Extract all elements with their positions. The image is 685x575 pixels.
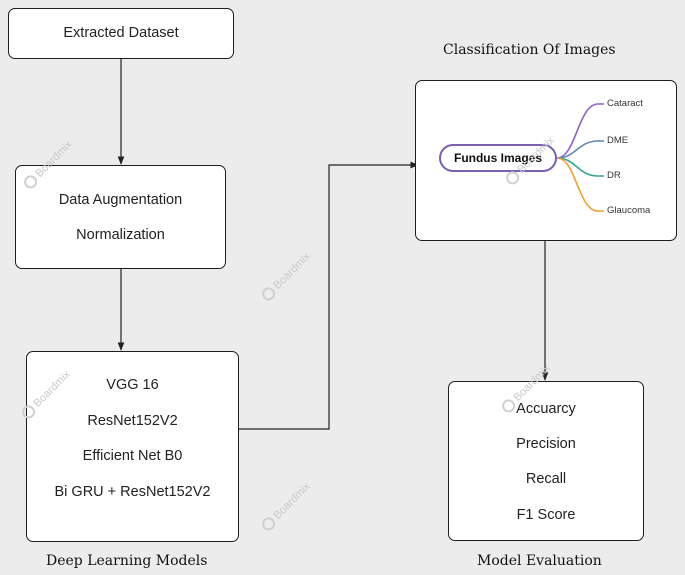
- model-evaluation-box: Accuarcy Precision Recall F1 Score: [448, 381, 644, 541]
- preprocessing-box: Data Augmentation Normalization: [15, 165, 226, 269]
- preprocess-step-normalization: Normalization: [76, 227, 165, 243]
- metric-f1-score: F1 Score: [516, 507, 576, 523]
- model-vgg16: VGG 16: [106, 377, 159, 393]
- model-bigru-resnet152v2: Bi GRU + ResNet152V2: [54, 484, 211, 500]
- leaf-cataract: Cataract: [607, 98, 643, 109]
- mindmap-root-fundus-images: Fundus Images: [439, 144, 557, 172]
- branch-cataract-line: [556, 103, 604, 159]
- leaf-dr: DR: [607, 170, 621, 181]
- metric-accuarcy: Accuarcy: [516, 401, 576, 417]
- classification-box: Fundus Images Cataract DME DR Glaucoma: [415, 80, 677, 241]
- preprocess-step-augmentation: Data Augmentation: [58, 192, 183, 208]
- extracted-dataset-box: Extracted Dataset: [8, 8, 234, 59]
- caption-model-evaluation: Model Evaluation: [477, 553, 602, 569]
- leaf-glaucoma: Glaucoma: [607, 205, 651, 216]
- branch-dr-line: [556, 157, 604, 177]
- branch-glaucoma-line: [556, 157, 604, 212]
- metric-precision: Precision: [516, 436, 576, 452]
- arrow-models-to-classification: [239, 161, 419, 430]
- extracted-dataset-label: Extracted Dataset: [63, 25, 179, 41]
- model-efficientnet-b0: Efficient Net B0: [82, 448, 183, 464]
- metric-recall: Recall: [525, 471, 567, 487]
- model-resnet152v2: ResNet152V2: [87, 413, 178, 429]
- deep-learning-models-box: VGG 16 ResNet152V2 Efficient Net B0 Bi G…: [26, 351, 239, 542]
- mindmap-branches: [556, 103, 604, 212]
- leaf-dme: DME: [607, 135, 629, 146]
- caption-classification-of-images: Classification Of Images: [443, 42, 616, 58]
- caption-deep-learning-models: Deep Learning Models: [46, 553, 208, 569]
- branch-dme-line: [556, 140, 604, 159]
